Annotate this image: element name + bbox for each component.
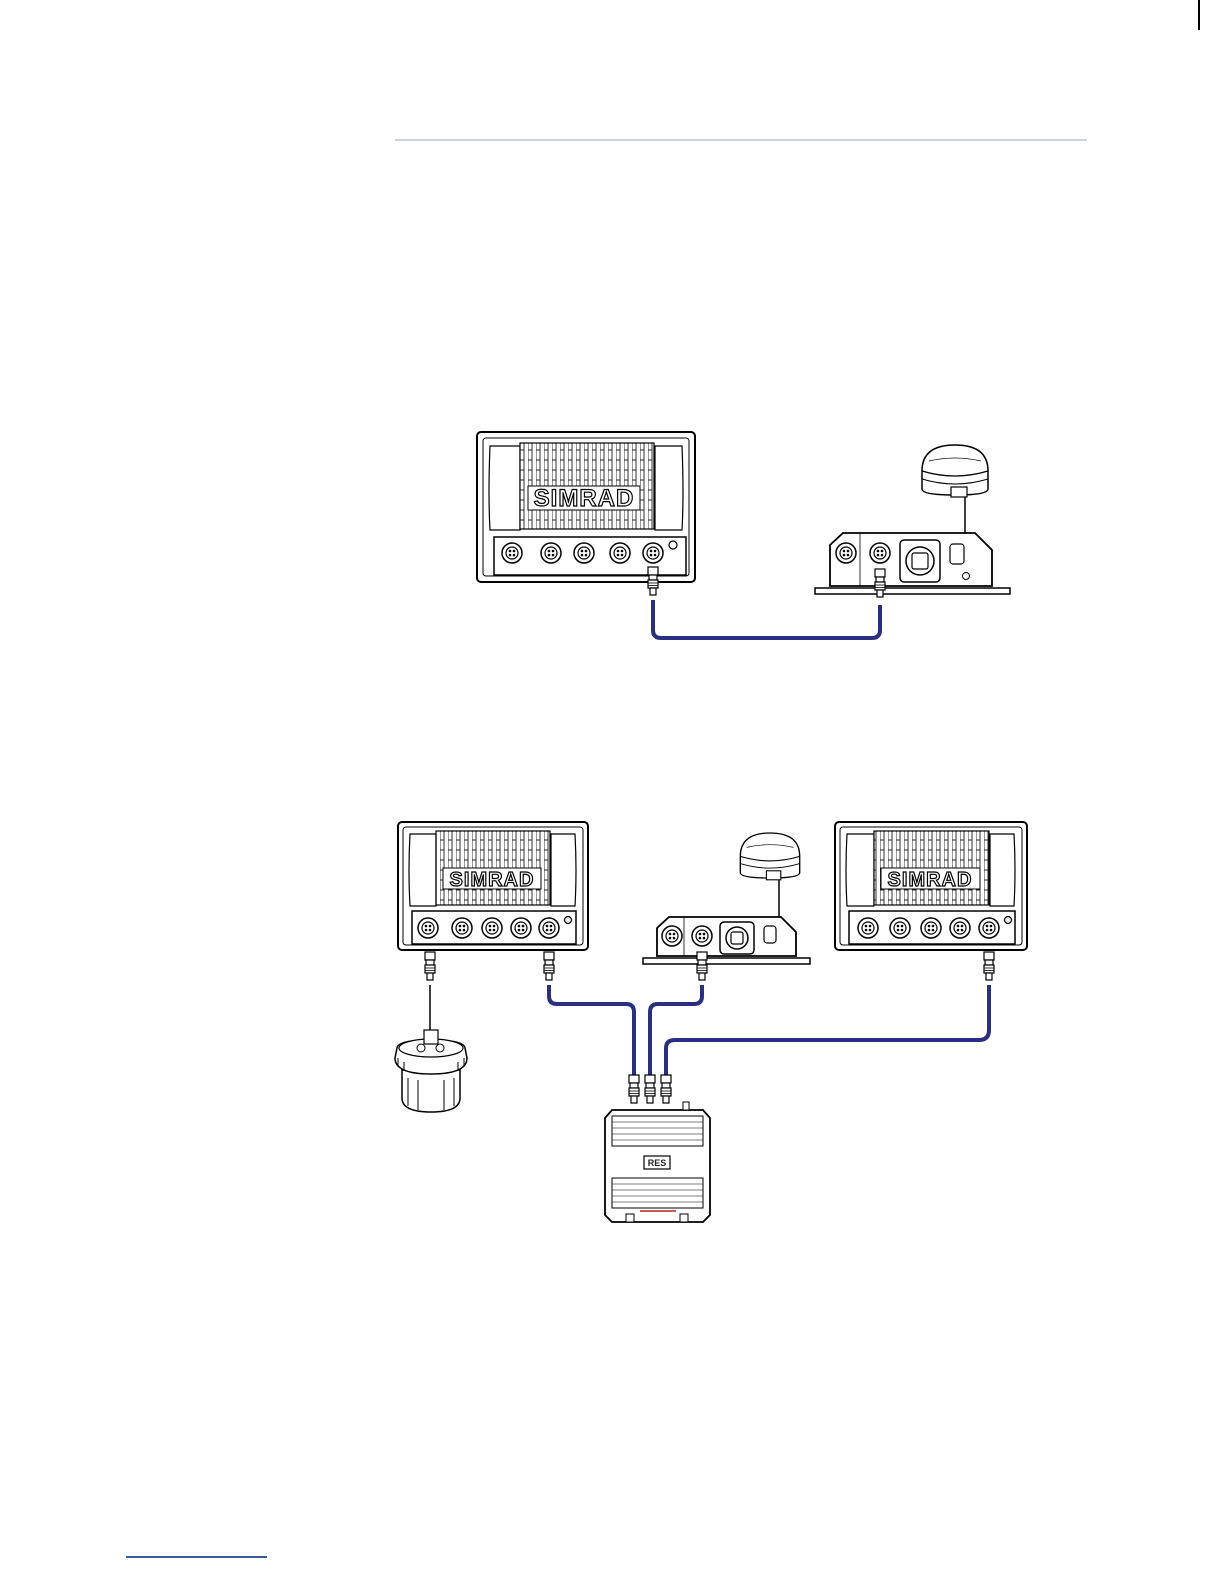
brand-logo: SIMRAD [888,869,973,891]
connector-plug [875,569,885,597]
radar-interface-box [643,917,810,964]
ethernet-cable [666,985,989,1085]
ethernet-cable [653,600,880,638]
display-unit-left: SIMRAD [398,822,588,950]
brand-logo: SIMRAD [450,869,535,891]
radar-antenna [740,833,799,918]
radar-antenna [922,445,988,537]
connector-plug [984,952,994,980]
ethernet-expansion-box: RES [605,1102,710,1222]
connector-plug [629,1075,639,1103]
radar-interface-box [815,533,1010,594]
connector-plug [661,1075,671,1103]
ethernet-cable [650,985,702,1085]
box-label: RES [648,1158,667,1168]
footer-rule [126,1556,267,1558]
connector-plug [425,952,435,980]
display-unit-right: SIMRAD [835,822,1027,950]
connector-plug [648,567,658,595]
transducer [395,1030,467,1112]
brand-logo: SIMRAD [534,485,635,512]
connector-plug [645,1075,655,1103]
connector-plug [544,952,554,980]
connector-plug [697,952,707,980]
display-unit: SIMRAD [477,432,695,582]
ethernet-cable [549,985,634,1085]
